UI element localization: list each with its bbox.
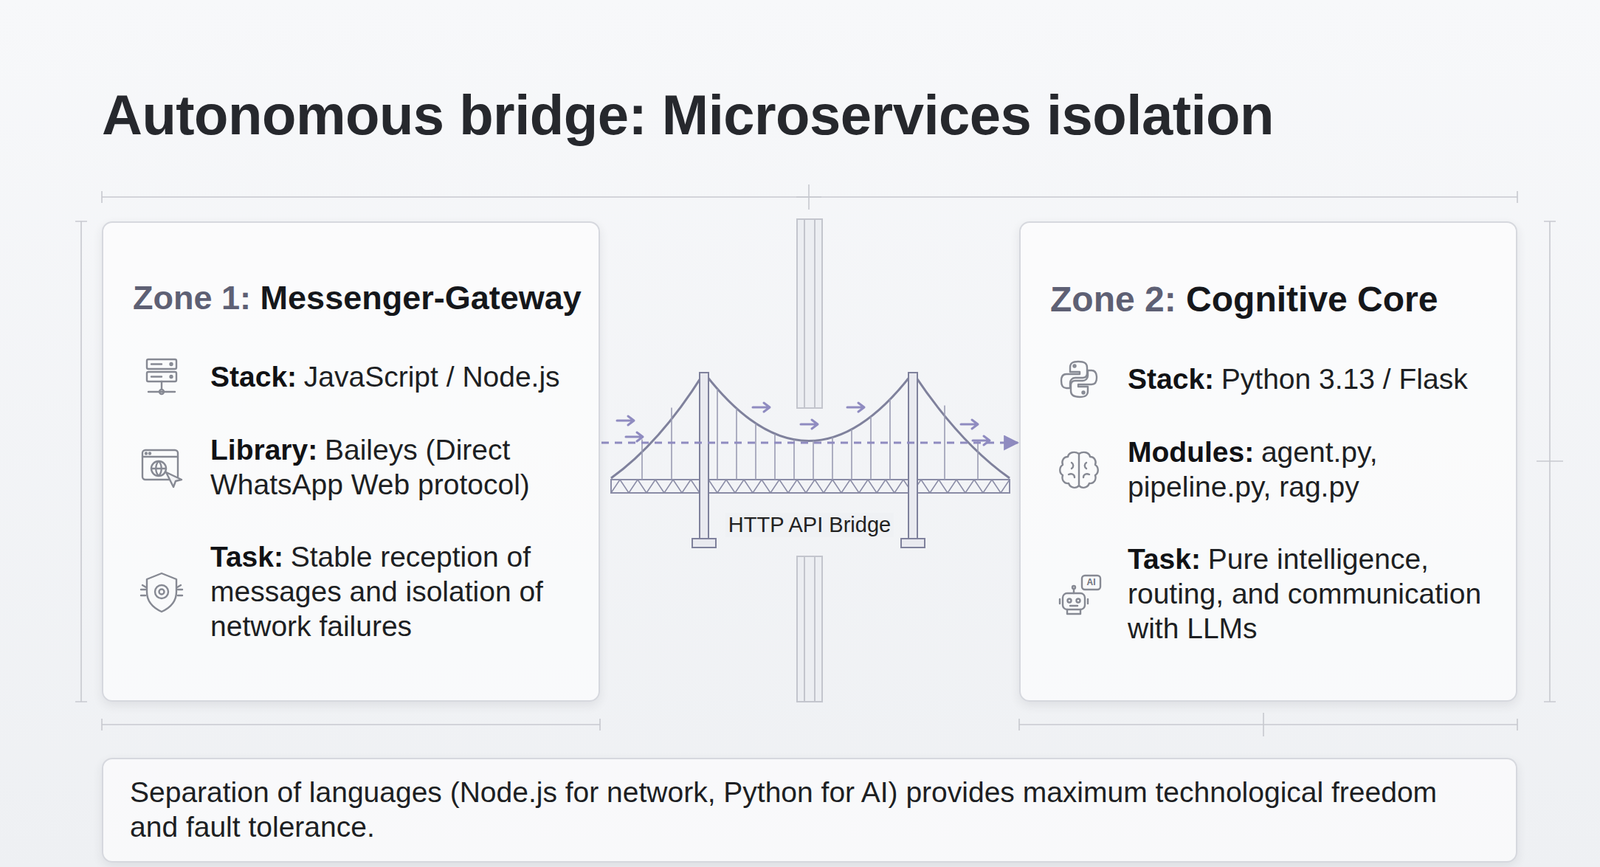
feature-key: Task: <box>210 540 284 573</box>
zone-heading: Zone 1:Messenger-Gateway <box>132 278 584 318</box>
diagram-title: Autonomous bridge: Microservices isolati… <box>101 82 1274 147</box>
row-icon <box>138 569 186 617</box>
feature-value: JavaScript / Node.js <box>304 360 561 393</box>
feature-key: Task: <box>1127 543 1201 575</box>
feature-value: Python 3.13 / Flask <box>1221 363 1468 395</box>
zone-name: Messenger-Gateway <box>260 278 582 317</box>
feature-key: Stack: <box>210 360 297 393</box>
row-icon <box>138 444 186 492</box>
bridge-illustration <box>611 372 1010 548</box>
zone-panel: Zone 1:Messenger-GatewayStack:JavaScript… <box>101 221 600 702</box>
zone-number: Zone 2: <box>1050 279 1177 319</box>
feature-row: Stack:JavaScript / Node.js <box>103 360 599 395</box>
zone-panel: Zone 2:Cognitive CoreStack:Python 3.13 /… <box>1019 221 1518 702</box>
feature-key: Modules: <box>1127 436 1254 468</box>
browser-icon <box>138 444 186 492</box>
bridge-connector <box>601 442 1018 445</box>
edge-label: HTTP API Bridge <box>725 512 894 538</box>
feature-row: AITask:Pure intelligence, routing, and c… <box>1020 542 1516 646</box>
row-icon: AI <box>1055 571 1103 619</box>
zone-number: Zone 1: <box>132 278 251 317</box>
feature-row: Stack:Python 3.13 / Flask <box>1020 362 1516 398</box>
feature-row: Library:Baileys (Direct WhatsApp Web pro… <box>103 433 599 503</box>
shield-icon <box>138 569 186 617</box>
python-icon <box>1055 355 1103 403</box>
zone-name: Cognitive Core <box>1185 279 1438 319</box>
feature-row: Task:Stable reception of messages and is… <box>103 540 599 644</box>
dimension-lines <box>75 184 1564 737</box>
zone-heading: Zone 2:Cognitive Core <box>1050 278 1502 320</box>
row-icon <box>1055 355 1103 403</box>
icon-tag: AI <box>1082 576 1100 589</box>
row-icon <box>138 353 186 401</box>
row-icon <box>1055 446 1103 494</box>
pillar <box>797 219 823 702</box>
feature-key: Stack: <box>1127 363 1215 395</box>
feature-row: Modules:agent.py, pipeline.py, rag.py <box>1020 435 1516 505</box>
caption-box: Separation of languages (Node.js for net… <box>101 757 1518 863</box>
server-icon <box>138 353 186 401</box>
brain-icon <box>1055 446 1103 494</box>
caption-text: Separation of languages (Node.js for net… <box>103 759 1516 862</box>
feature-key: Library: <box>210 433 318 466</box>
